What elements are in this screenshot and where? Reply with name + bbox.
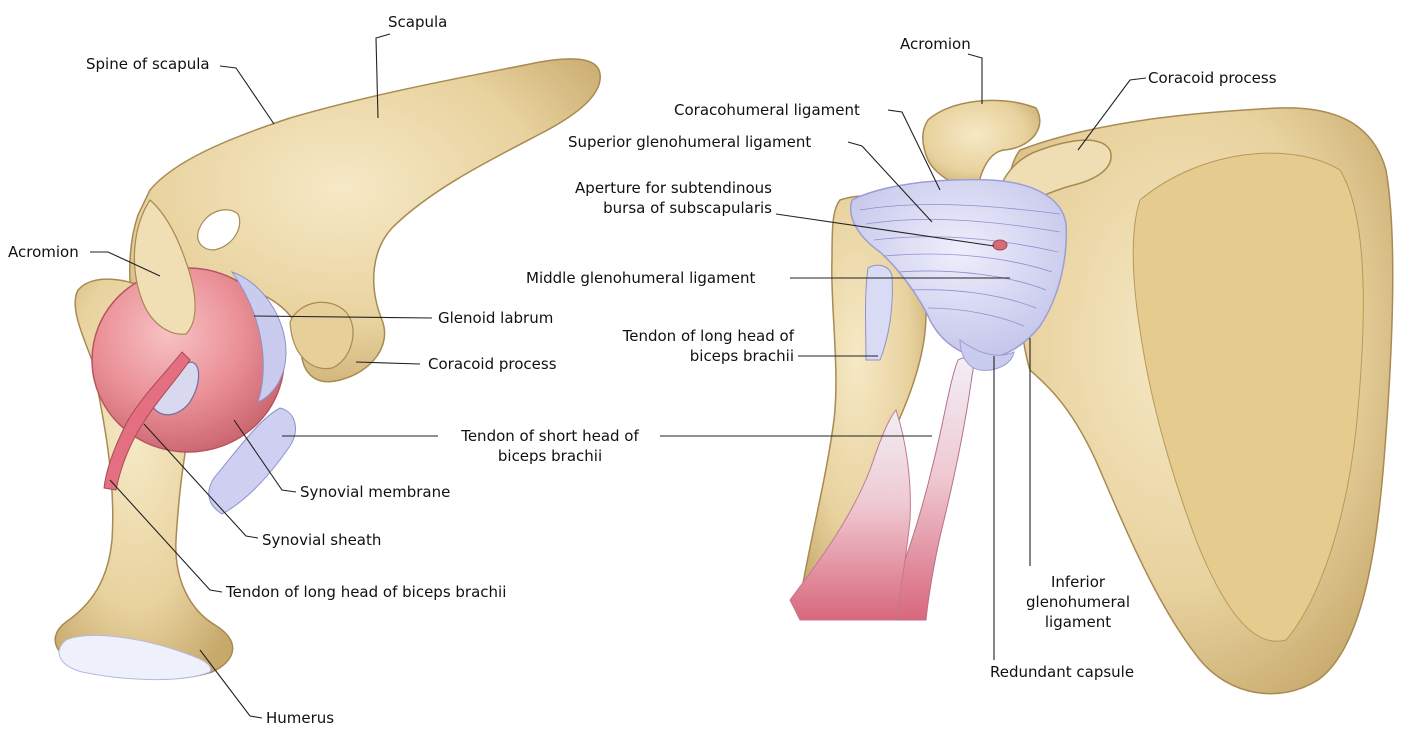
label-synovial-membrane: Synovial membrane	[300, 482, 450, 502]
label-right-coracoid-process: Coracoid process	[1148, 68, 1277, 88]
label-spine-of-scapula: Spine of scapula	[86, 54, 210, 74]
label-right-tendon-long-head-line1: Tendon of long head of	[590, 326, 794, 346]
leader-spine-of-scapula	[220, 66, 274, 124]
label-right-tendon-long-head: Tendon of long head of biceps brachii	[590, 326, 794, 366]
label-left-acromion: Acromion	[8, 242, 79, 262]
right-subtendinous-aperture	[993, 240, 1007, 250]
label-tendon-long-head: Tendon of long head of biceps brachii	[226, 582, 506, 602]
label-inferior-line3: ligament	[1020, 612, 1136, 632]
leader-right-acromion	[968, 54, 982, 104]
label-left-coracoid-process: Coracoid process	[428, 354, 557, 374]
label-inferior-glenohumeral-ligament: Inferior glenohumeral ligament	[1020, 572, 1136, 632]
label-tendon-short-head: Tendon of short head of biceps brachii	[440, 426, 660, 466]
label-right-tendon-long-head-line2: biceps brachii	[590, 346, 794, 366]
label-aperture: Aperture for subtendinous bursa of subsc…	[540, 178, 772, 218]
label-humerus: Humerus	[266, 708, 334, 728]
label-aperture-line2: bursa of subscapularis	[540, 198, 772, 218]
label-coracohumeral-ligament: Coracohumeral ligament	[674, 100, 860, 120]
label-inferior-line1: Inferior	[1020, 572, 1136, 592]
left-coracoid-bone	[290, 302, 353, 368]
label-scapula: Scapula	[388, 12, 447, 32]
label-tendon-short-head-line2: biceps brachii	[440, 446, 660, 466]
label-superior-glenohumeral-ligament: Superior glenohumeral ligament	[568, 132, 811, 152]
label-synovial-sheath: Synovial sheath	[262, 530, 381, 550]
label-middle-glenohumeral-ligament: Middle glenohumeral ligament	[526, 268, 755, 288]
label-aperture-line1: Aperture for subtendinous	[540, 178, 772, 198]
label-inferior-line2: glenohumeral	[1020, 592, 1136, 612]
label-glenoid-labrum: Glenoid labrum	[438, 308, 553, 328]
label-tendon-short-head-line1: Tendon of short head of	[440, 426, 660, 446]
label-right-acromion: Acromion	[900, 34, 971, 54]
label-redundant-capsule: Redundant capsule	[990, 662, 1134, 682]
